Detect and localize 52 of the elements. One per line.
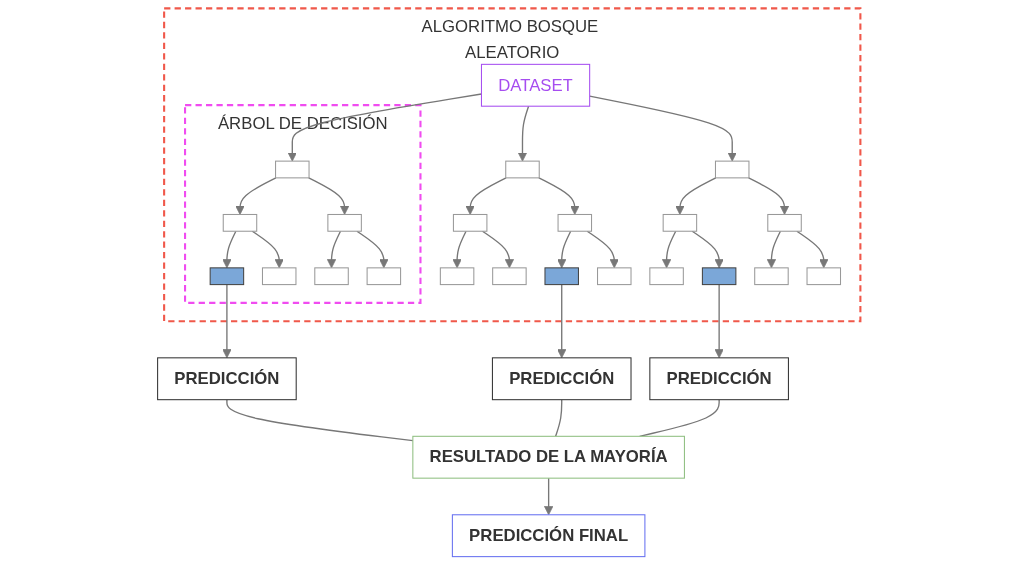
node-box [222, 213, 258, 232]
arrow [465, 177, 507, 215]
arrow [356, 230, 389, 269]
node-box [261, 267, 297, 286]
arrow [538, 177, 580, 215]
node-box [505, 160, 540, 179]
arrow [796, 230, 829, 269]
node-box [492, 267, 527, 286]
node-box [806, 267, 842, 286]
arrow [222, 230, 237, 269]
arrow [517, 105, 530, 162]
node-box [557, 213, 593, 232]
node-box: RESULTADO DE LA MAYORÍA [412, 435, 685, 479]
node-box [649, 267, 684, 286]
arrow [452, 230, 467, 269]
node-box: PREDICCIÓN FINAL [451, 514, 646, 558]
node-box [701, 267, 737, 286]
arrow [586, 230, 619, 269]
node-box: DATASET [480, 63, 591, 107]
arrow [589, 95, 737, 162]
arrow [308, 177, 350, 215]
arrow [691, 230, 724, 269]
node-box [662, 213, 698, 232]
arrow [557, 230, 572, 269]
node-box [366, 267, 402, 286]
node-box [452, 213, 488, 232]
node-box [314, 267, 349, 286]
node-box: PREDICCIÓN [491, 357, 632, 401]
node-box [544, 267, 579, 286]
node-box: PREDICCIÓN [157, 357, 297, 401]
arrow [235, 177, 277, 215]
node-box [327, 213, 362, 232]
node-box: PREDICCIÓN [649, 357, 789, 401]
arrow [714, 283, 724, 359]
arrow [481, 230, 514, 269]
arrow [662, 230, 677, 269]
arrow [766, 230, 782, 269]
node-box [767, 213, 802, 232]
node-box [597, 267, 632, 286]
node-box [754, 267, 789, 286]
node-box [209, 267, 245, 286]
arrow [747, 177, 790, 215]
arrow [557, 283, 567, 359]
arrow [326, 230, 342, 269]
arrow [544, 477, 554, 516]
node-box [439, 267, 475, 286]
arrow [675, 177, 717, 215]
arrow [251, 230, 284, 269]
node-box [714, 160, 750, 179]
node-box [275, 160, 310, 179]
arrow [222, 283, 232, 359]
connector [554, 399, 563, 437]
